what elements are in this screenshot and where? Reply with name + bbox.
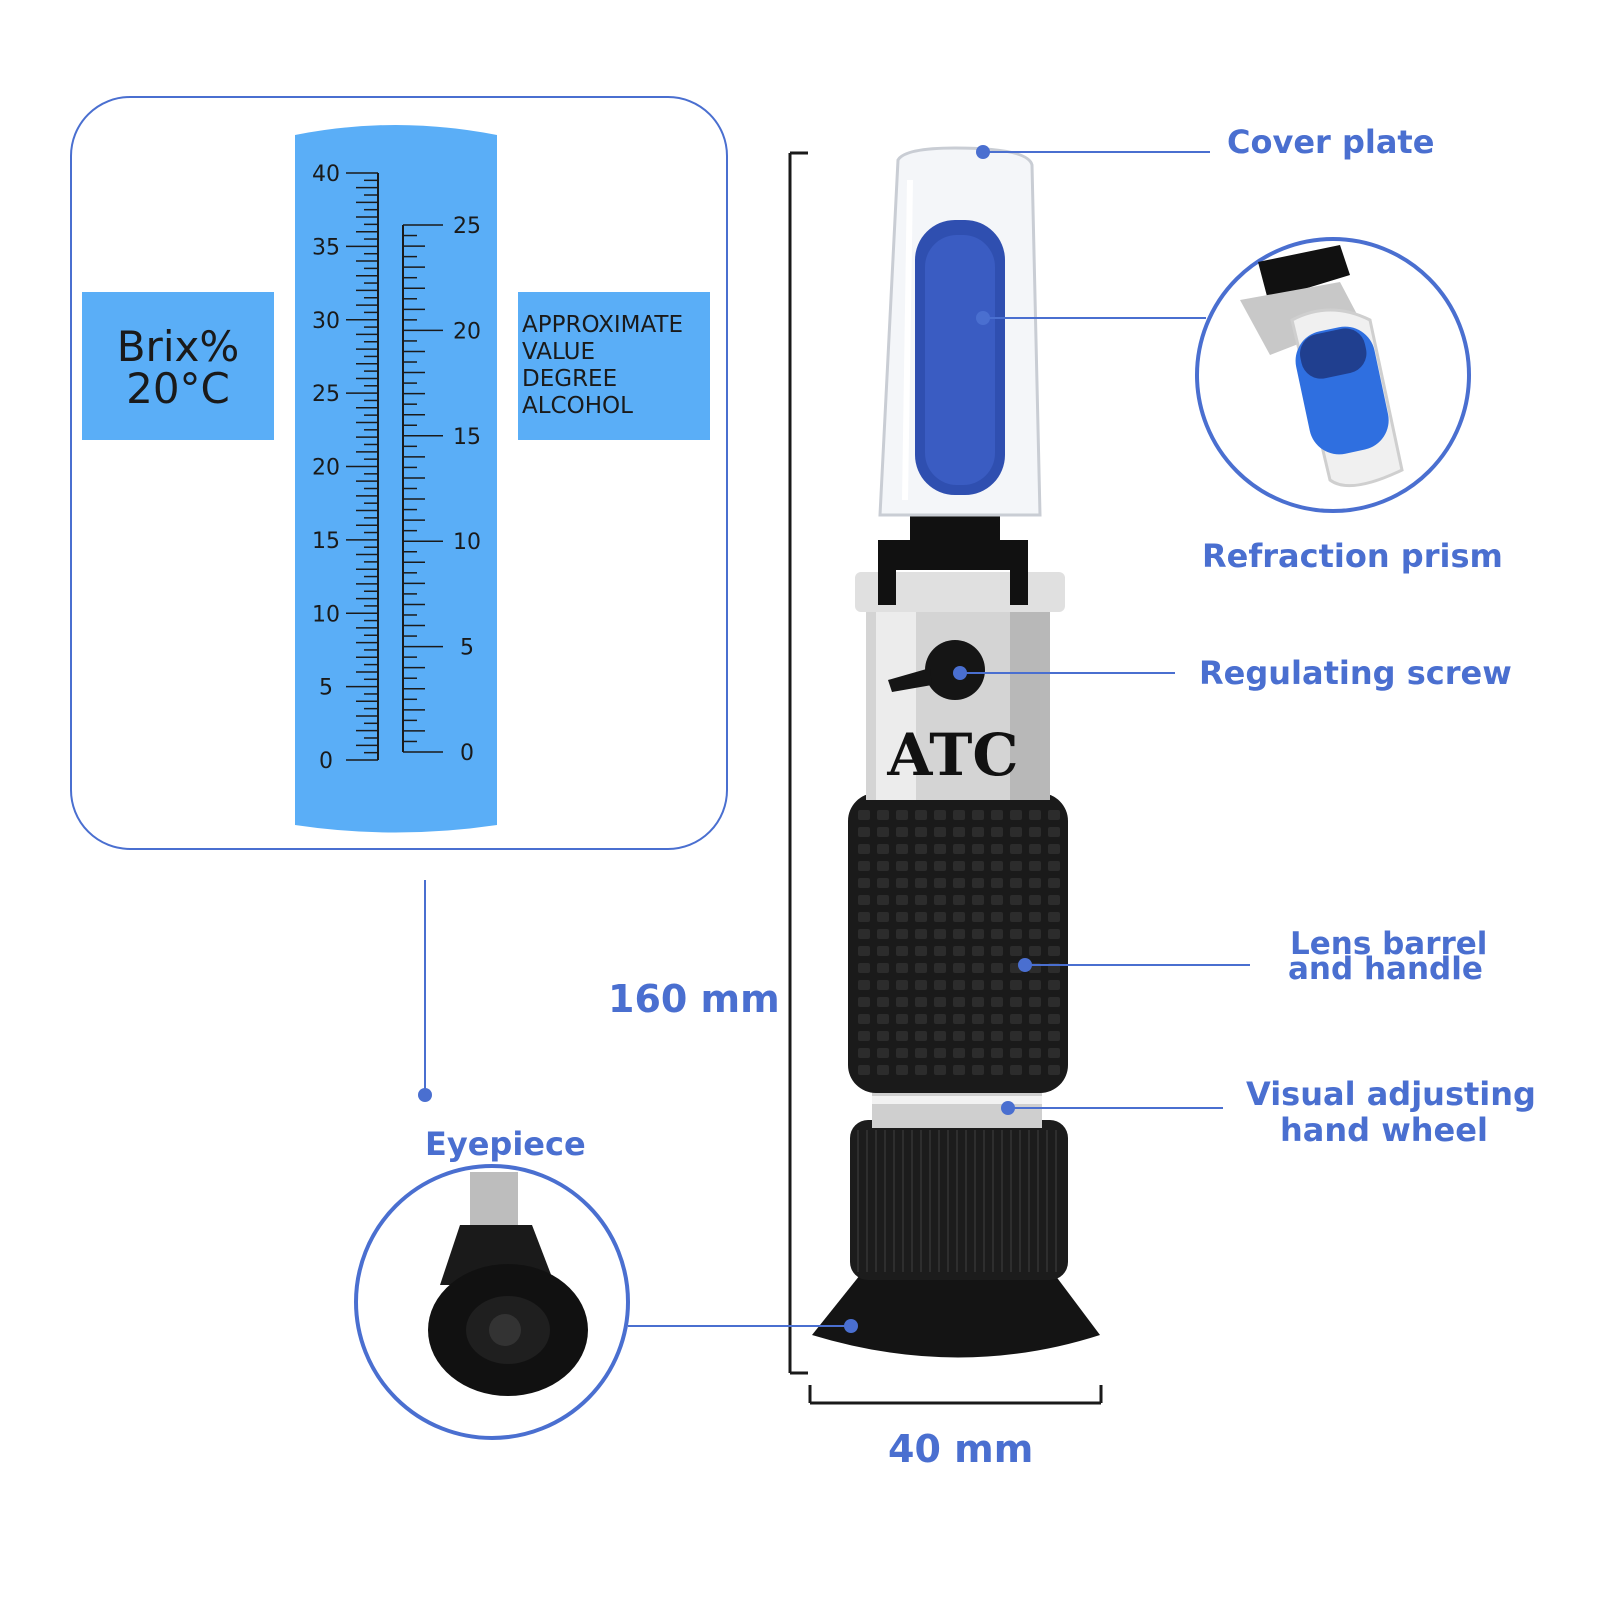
visual-wheel-label-line2: hand wheel	[1280, 1111, 1488, 1149]
alcohol-label-line: APPROXIMATE	[522, 312, 683, 338]
brix-unit-label: Brix%	[116, 322, 240, 371]
regulating-screw-label: Regulating screw	[1199, 654, 1512, 692]
alcohol-label-line: DEGREE	[522, 366, 618, 392]
cover-plate-label: Cover plate	[1227, 123, 1435, 161]
brix-tick-label: 35	[312, 235, 340, 260]
brix-tick-label: 40	[312, 162, 340, 187]
scale-strip: 40 35 30 25 20 15 10 5 0 25 20 15 10 5 0	[295, 125, 497, 833]
refraction-prism-label: Refraction prism	[1202, 537, 1503, 575]
lens-barrel-label-line2: and handle	[1288, 951, 1483, 987]
brix-tick-label: 30	[312, 309, 340, 334]
visual-wheel-label-line1: Visual adjusting	[1246, 1075, 1536, 1113]
alcohol-tick-label: 25	[453, 214, 481, 239]
scale-panel	[70, 96, 728, 850]
alcohol-tick-label: 10	[453, 530, 481, 555]
brix-tick-label: 15	[312, 529, 340, 554]
adjusting-wheel	[850, 1120, 1068, 1280]
brix-tick-label: 5	[319, 676, 333, 701]
brix-scale-ticks	[346, 172, 379, 761]
brix-tick-label: 20	[312, 456, 340, 481]
alcohol-unit-box: APPROXIMATE VALUE DEGREE ALCOHOL	[518, 292, 710, 440]
scale-connector-dot	[418, 1088, 432, 1102]
brix-unit-box: Brix% 20°C	[82, 292, 274, 440]
leader-lines	[628, 151, 1250, 1327]
height-dimension-bracket	[788, 151, 808, 1375]
alcohol-tick-label: 20	[453, 319, 481, 344]
alcohol-label-line: ALCOHOL	[522, 393, 633, 419]
leader-dots	[844, 145, 1032, 1333]
alcohol-scale-ticks	[402, 224, 443, 753]
brix-tick-label: 0	[319, 749, 333, 774]
lens-barrel-label-line1: Lens barrel	[1290, 926, 1488, 962]
width-dimension-bracket	[808, 1385, 1103, 1405]
atc-marking: ATC	[886, 721, 1018, 789]
eyepiece-label: Eyepiece	[425, 1125, 586, 1163]
refractometer-body	[812, 146, 1100, 1358]
width-dimension-label: 40 mm	[888, 1427, 1034, 1471]
alcohol-tick-label: 0	[460, 741, 474, 766]
cover-hinge	[878, 540, 1028, 605]
eyepiece-zoom-circle	[354, 1164, 630, 1440]
brix-tick-label: 25	[312, 382, 340, 407]
alcohol-tick-label: 5	[460, 636, 474, 661]
brix-tick-label: 10	[312, 602, 340, 627]
eyepiece-cup	[812, 1275, 1100, 1358]
alcohol-tick-label: 15	[453, 425, 481, 450]
height-dimension-label: 160 mm	[608, 977, 780, 1021]
alcohol-label-line: VALUE	[522, 339, 596, 365]
prism-zoom-circle	[1195, 237, 1471, 513]
brix-temp-label: 20°C	[126, 364, 230, 413]
